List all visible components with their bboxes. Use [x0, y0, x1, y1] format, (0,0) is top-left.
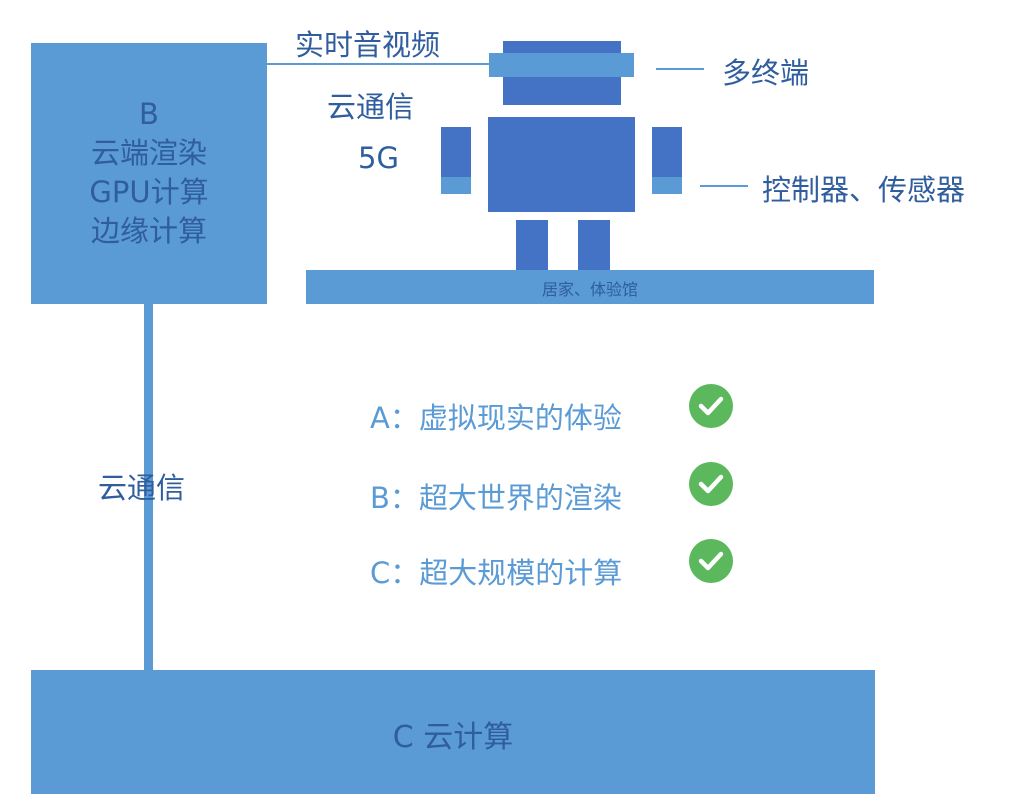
option-a: A：虚拟现实的体验 [370, 401, 622, 435]
platform-home-venue: 居家、体验馆 [306, 270, 874, 304]
dash-controller-sensor [700, 185, 748, 187]
block-b-edge-computing: B 云端渲染 GPU计算 边缘计算 [31, 43, 267, 304]
top-connector-line [267, 63, 490, 65]
robot-leg-left [516, 220, 548, 271]
label-realtime-av: 实时音视频 [295, 28, 441, 62]
option-c: C：超大规模的计算 [370, 556, 623, 590]
dash-multi-terminal [656, 68, 704, 70]
block-b-title: B [139, 97, 159, 131]
platform-label: 居家、体验馆 [541, 280, 638, 299]
robot-arm-left [441, 127, 471, 177]
robot-arm-right [652, 127, 682, 177]
check-icon [689, 462, 733, 506]
label-cloud-comm-left: 云通信 [98, 471, 186, 505]
block-b-line-gpu: GPU计算 [89, 175, 209, 209]
block-c-cloud-computing: C 云计算 [31, 670, 875, 794]
robot-hand-right [652, 177, 682, 194]
robot-torso [488, 117, 635, 212]
label-controller-sensor: 控制器、传感器 [762, 173, 966, 207]
option-b: B：超大世界的渲染 [370, 481, 622, 515]
block-b-line-edge: 边缘计算 [90, 214, 207, 248]
block-c-label: C 云计算 [392, 720, 514, 755]
label-multi-terminal: 多终端 [722, 56, 810, 90]
robot-visor [489, 53, 634, 77]
label-cloud-comm-top: 云通信 [327, 90, 415, 124]
robot-hand-left [441, 177, 471, 194]
check-icon [689, 384, 733, 428]
vertical-connector [144, 303, 153, 671]
check-icon [689, 539, 733, 583]
robot-leg-right [578, 220, 610, 271]
block-b-line-cloud-render: 云端渲染 [90, 136, 207, 170]
label-5g: 5G [358, 141, 399, 175]
